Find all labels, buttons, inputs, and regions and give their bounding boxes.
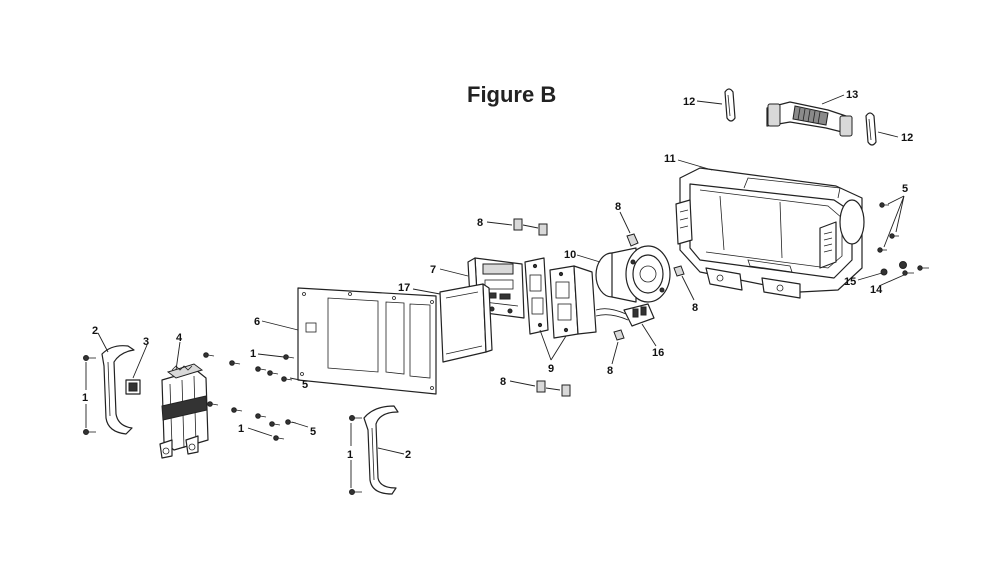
leader-lines [85,94,905,488]
callout-1-lower: 1 [238,423,244,435]
part-4-module [159,363,209,459]
part-9-outlet-right [549,265,597,339]
callout-5-lower: 5 [310,426,316,438]
callout-9: 9 [548,363,554,375]
callout-1-upper: 1 [250,348,256,360]
callout-12-left: 12 [683,96,695,108]
callout-8-receptacle: 8 [615,201,621,213]
part-8-clips-top [513,218,548,236]
callout-4: 4 [176,332,183,344]
part-8-clip-receptacle [626,233,639,247]
screws [83,202,929,495]
part-12-clip-right [865,112,877,146]
part-6-control-panel [297,287,437,395]
callout-labels: 12 13 12 11 5 8 8 10 7 17 6 2 3 4 1 5 1 … [82,89,913,461]
part-12-clip-left [724,88,736,122]
callout-2-left: 2 [92,325,98,337]
part-14-screw [917,265,929,271]
part-10-receptacle [595,245,671,303]
part-3-switch [125,379,141,395]
callout-17: 17 [398,282,410,294]
callout-11: 11 [664,153,676,165]
callout-1-right: 1 [347,449,353,461]
part-13-strap [766,101,853,137]
part-9-outlet-left [524,257,549,335]
callout-14: 14 [870,284,883,296]
callout-5-upper: 5 [302,379,308,391]
callout-7: 7 [430,264,436,276]
callout-3: 3 [143,336,149,348]
callout-1-left: 1 [82,392,88,404]
callout-8-bottom: 8 [500,376,506,388]
part-11-housing [675,167,865,299]
part-8-clip-right [673,265,685,277]
part-17-cover [439,283,493,363]
part-2-handle-left [101,345,135,435]
callout-2-right: 2 [405,449,411,461]
callout-12-right: 12 [901,132,913,144]
callout-8-bottom-right: 8 [607,365,613,377]
callout-15: 15 [844,276,856,288]
callout-13: 13 [846,89,858,101]
part-8-clip-bottom-right [613,329,625,341]
callout-5-housing: 5 [902,183,908,195]
callout-8-right: 8 [692,302,698,314]
part-15-washer [880,268,888,276]
part-2-handle-right [363,405,399,495]
callout-6: 6 [254,316,260,328]
part-16-connector [595,303,655,327]
callout-16: 16 [652,347,664,359]
part-8-clips-bottom [536,380,571,397]
callout-8-top: 8 [477,217,483,229]
part-15-nut [899,261,907,269]
figure-title: Figure B [467,82,556,107]
callout-10: 10 [564,249,576,261]
part-14-screw [902,270,914,276]
